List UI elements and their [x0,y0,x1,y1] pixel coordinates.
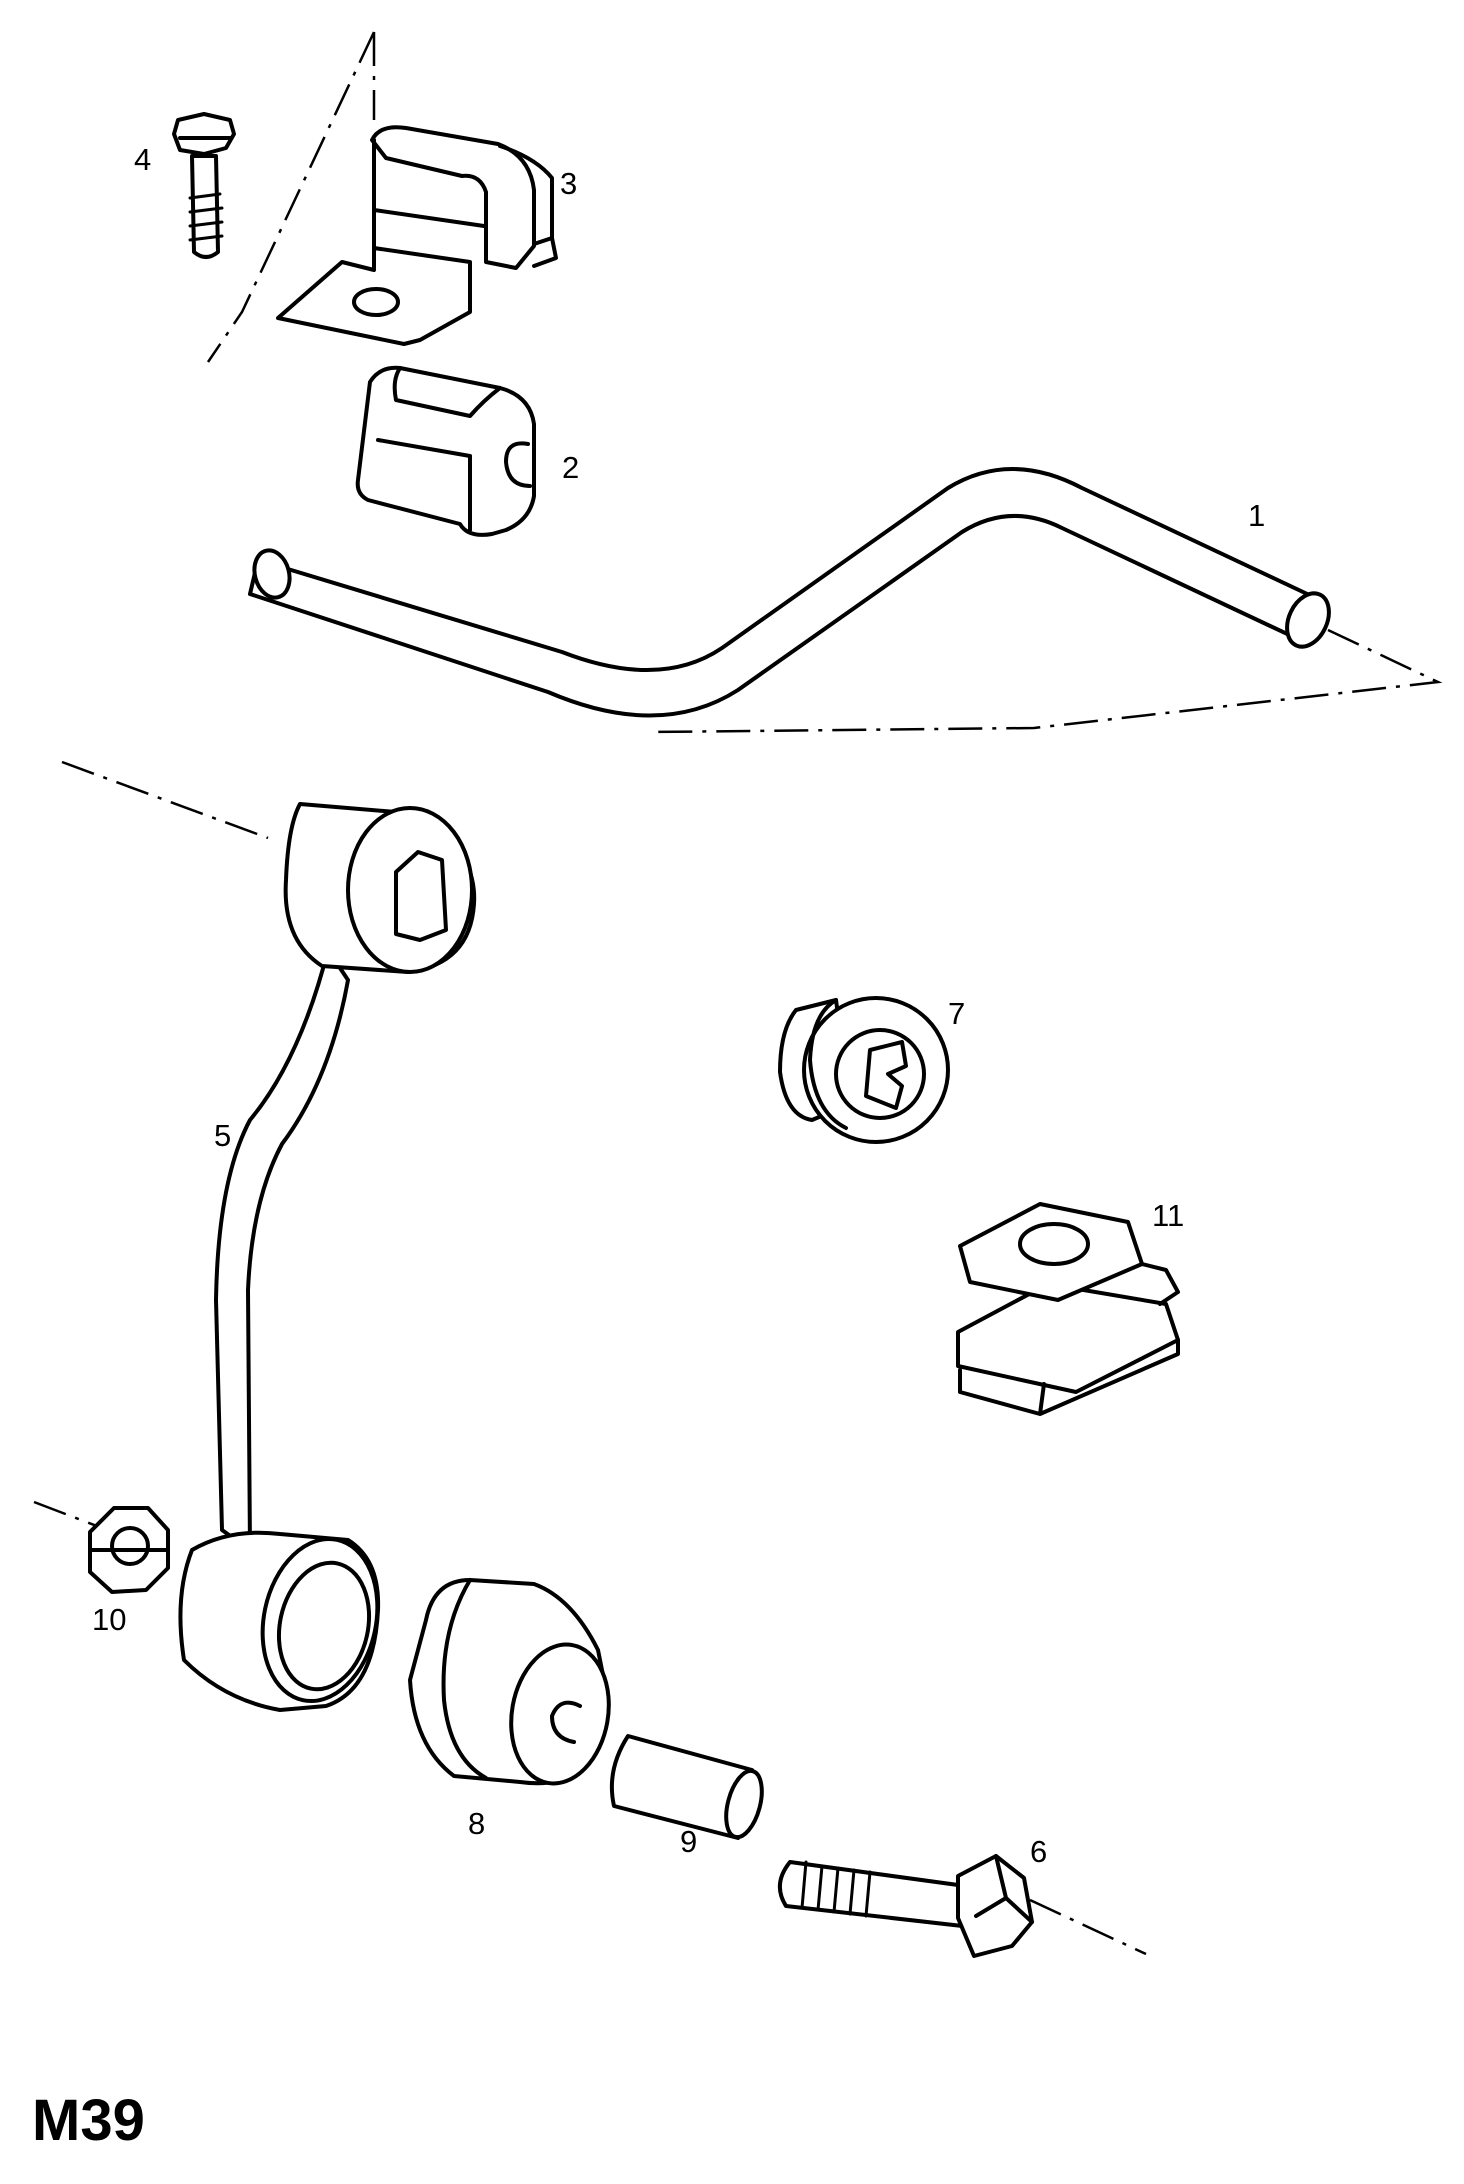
link-bush [408,1578,611,1786]
stabilizer-bar [248,467,1331,718]
link-sleeve [609,1734,764,1840]
callout-5: 5 [214,1118,231,1153]
lock-nut [88,1506,170,1594]
clip-nut [956,1202,1180,1416]
callout-4: 4 [134,142,151,177]
bar-bush [355,365,536,537]
callout-1: 1 [1248,498,1265,533]
callout-9: 9 [680,1824,697,1859]
assembly-lines [33,31,1443,1956]
callout-10: 10 [92,1602,126,1637]
bar-clamp-bracket [276,125,558,346]
callout-2: 2 [562,450,579,485]
diagram-code: M39 [32,2088,145,2153]
callout-7: 7 [948,996,965,1031]
stabilizer-link [178,802,477,1712]
callout-8: 8 [468,1806,485,1841]
callout-labels: 1 2 3 4 5 6 7 8 9 10 11 [92,142,1265,1869]
rubber-mount [778,996,950,1144]
callout-6: 6 [1030,1834,1047,1869]
callout-3: 3 [560,166,577,201]
clamp-bolt [172,112,236,259]
link-bolt [778,1854,1034,1958]
callout-11: 11 [1152,1198,1184,1233]
